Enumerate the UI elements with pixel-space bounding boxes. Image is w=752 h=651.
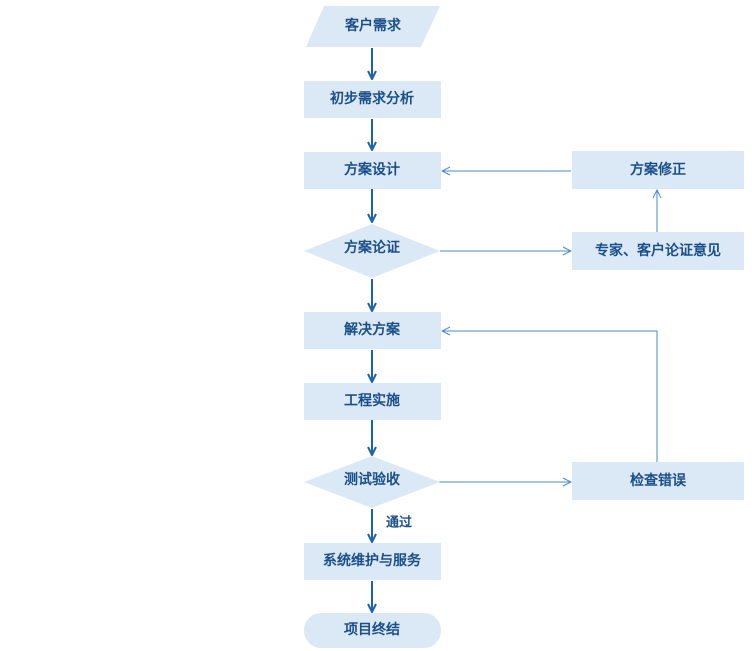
node-solution: 解决方案	[304, 312, 441, 349]
node-implementation: 工程实施	[304, 383, 441, 420]
process-box	[304, 543, 441, 580]
parallelogram-shape	[306, 6, 440, 47]
node-customer-demand: 客户需求	[306, 6, 440, 47]
process-box	[304, 81, 441, 118]
process-box	[304, 152, 441, 189]
side-flow-arrows	[438, 171, 657, 482]
node-label: 专家、客户论证意见	[595, 242, 721, 259]
node-test-acceptance: 测试验收	[304, 456, 440, 508]
node-label: 方案论证	[344, 239, 400, 256]
node-project-end: 项目终结	[304, 613, 441, 648]
node-scheme-design: 方案设计	[304, 152, 441, 189]
process-box	[572, 462, 744, 500]
node-scheme-revision: 方案修正	[572, 151, 744, 189]
node-label: 项目终结	[344, 621, 400, 638]
node-label: 初步需求分析	[330, 90, 414, 107]
decision-diamond	[304, 224, 440, 278]
process-box	[572, 151, 744, 189]
node-label: 测试验收	[344, 471, 401, 488]
node-maintenance-service: 系统维护与服务	[304, 543, 441, 580]
node-scheme-review: 方案论证	[304, 224, 440, 278]
node-label: 系统维护与服务	[323, 552, 422, 569]
edge-label-pass: 通过	[386, 515, 412, 531]
node-label: 工程实施	[344, 392, 400, 409]
node-label: 解决方案	[344, 321, 401, 338]
node-check-errors: 检查错误	[572, 462, 744, 500]
node-expert-opinion: 专家、客户论证意见	[572, 232, 744, 270]
process-box	[304, 312, 441, 349]
node-label: 方案设计	[344, 161, 400, 178]
process-box	[304, 383, 441, 420]
decision-diamond	[304, 456, 440, 508]
node-label: 客户需求	[344, 17, 402, 34]
node-initial-analysis: 初步需求分析	[304, 81, 441, 118]
process-box	[572, 232, 744, 270]
arrow-check-to-solution	[442, 331, 658, 462]
node-label: 检查错误	[630, 472, 687, 489]
terminator-shape	[304, 613, 441, 648]
node-label: 方案修正	[630, 161, 686, 178]
